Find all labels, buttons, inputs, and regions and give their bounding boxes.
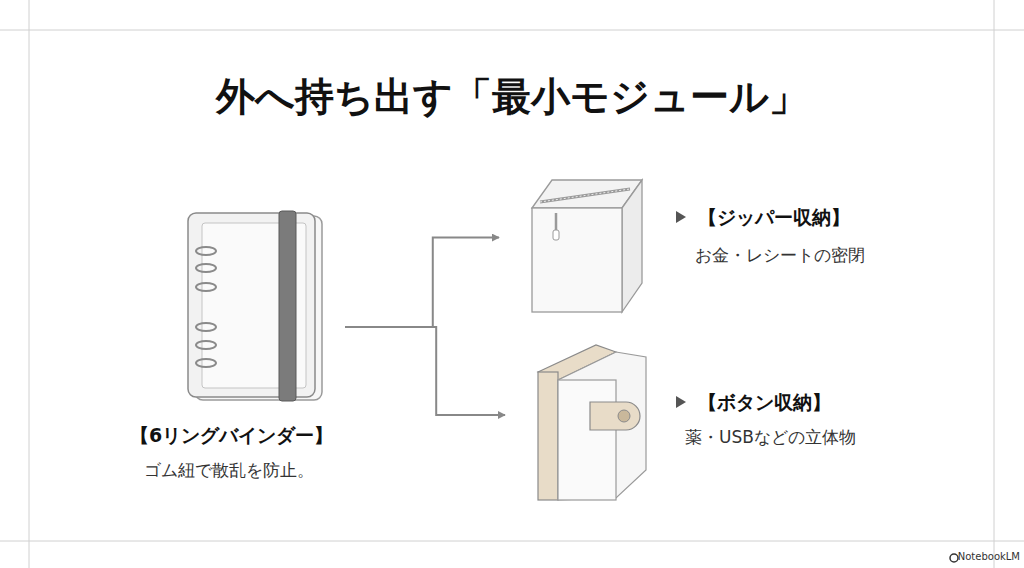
bullet-marker <box>676 211 686 408</box>
button-pouch-node: 【ボタン収納】薬・USBなどの立体物 <box>538 345 646 485</box>
diagram-title: 外へ持ち出す「最小モジュール」 <box>0 70 1024 124</box>
node-description: ゴム紐で散乱を防止。 <box>144 459 314 482</box>
binder-node: 【6リングバインダー】ゴム紐で散乱を防止。 <box>188 213 322 441</box>
node-description: 薬・USBなどの立体物 <box>685 426 856 449</box>
branch-arrow <box>345 238 499 328</box>
zipper-pouch-illustration <box>532 180 642 312</box>
node-description: お金・レシートの密閉 <box>695 244 865 267</box>
node-heading: 【6リングバインダー】 <box>130 423 333 449</box>
node-heading: 【ジッパー収納】 <box>698 205 850 231</box>
watermark-icon <box>950 554 958 562</box>
binder-illustration <box>188 211 322 401</box>
watermark-label: NotebookLM <box>958 551 1020 562</box>
branch-arrow <box>345 327 505 415</box>
button-pouch-illustration <box>538 345 646 500</box>
node-heading: 【ボタン収納】 <box>698 390 831 416</box>
zipper-pouch-node: 【ジッパー収納】お金・レシートの密閉 <box>532 175 642 300</box>
